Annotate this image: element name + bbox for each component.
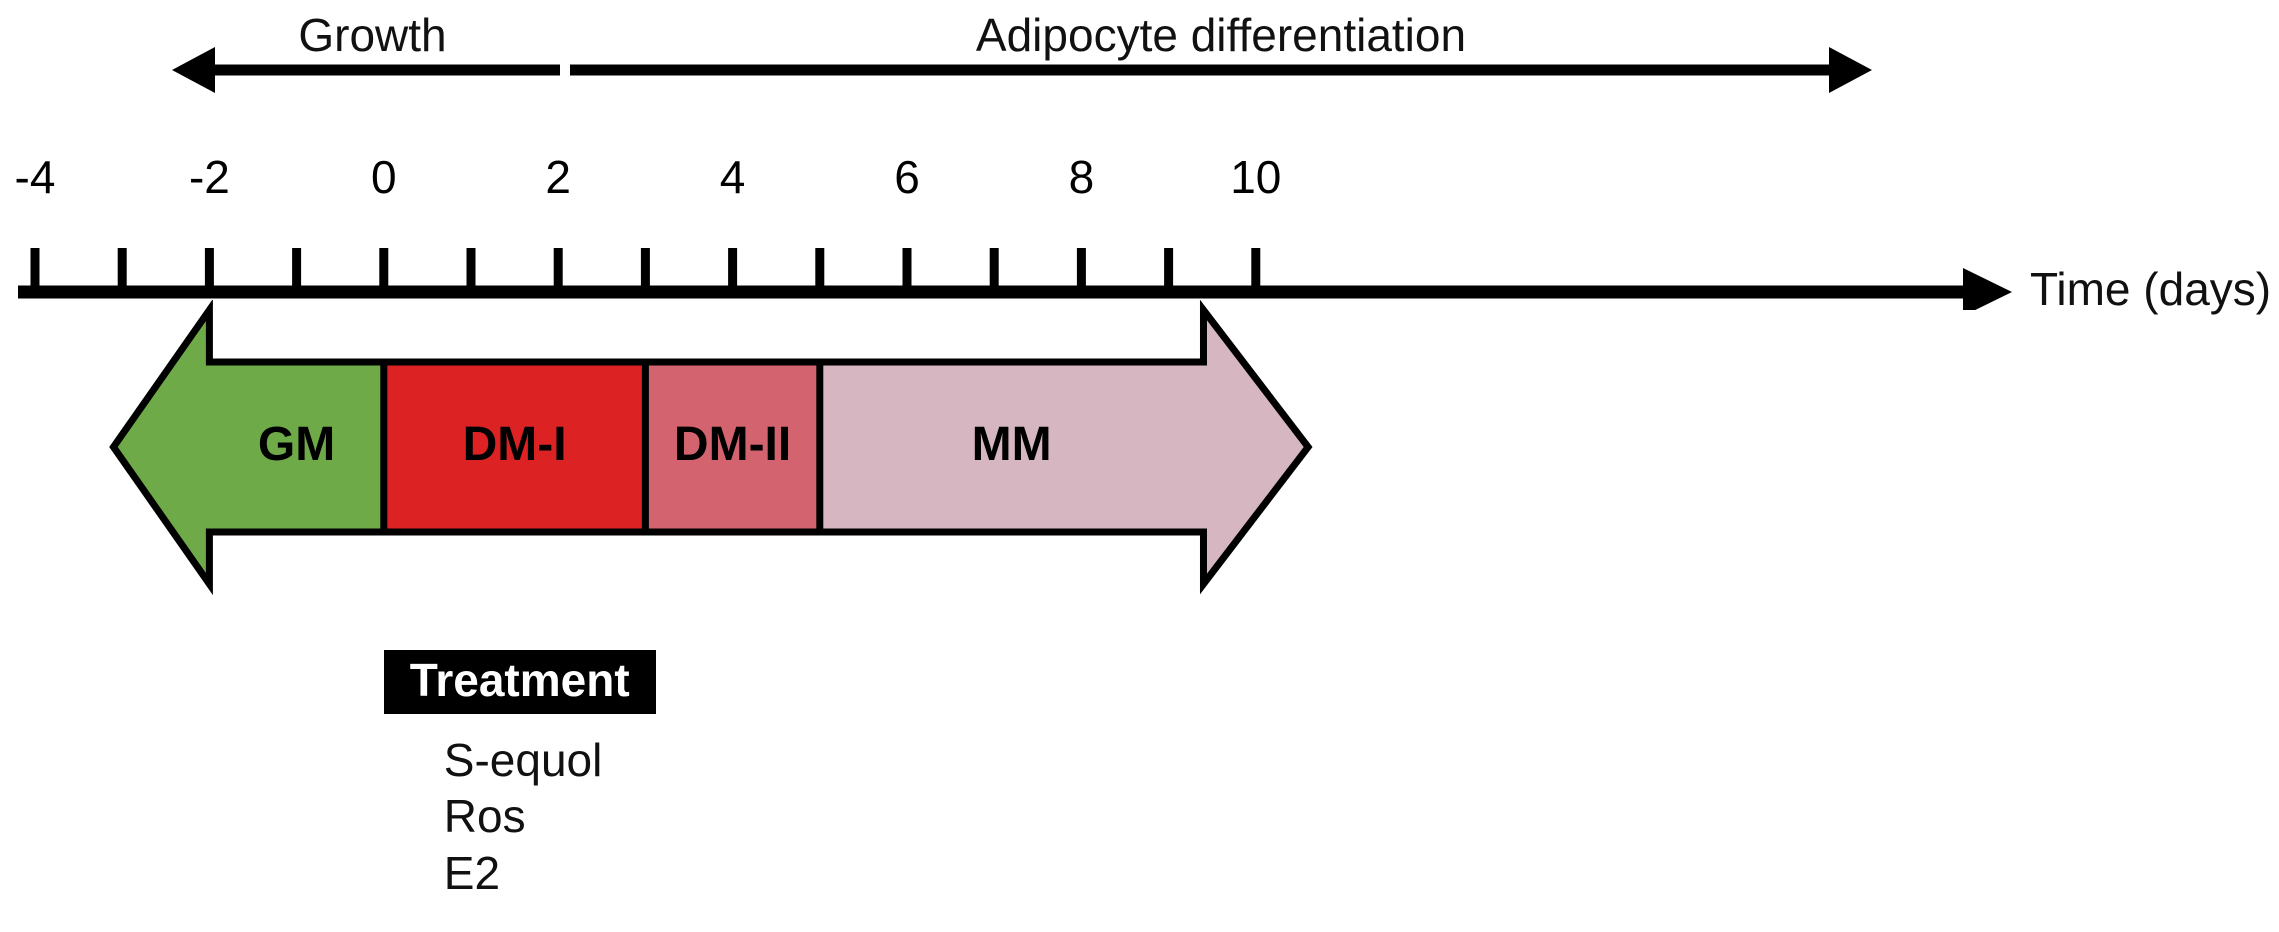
- differentiation-label: Adipocyte differentiation: [975, 9, 1467, 61]
- phase-arrow-layer: Growth Adipocyte differentiation: [0, 0, 2279, 120]
- axis-ticks: [30, 248, 1261, 292]
- treatment-item: S-equol: [443, 734, 603, 787]
- axis-tick-label: 0: [371, 151, 397, 203]
- axis-tick-label: 2: [545, 151, 571, 203]
- axis-tick-label: -2: [188, 151, 230, 203]
- axis-svg: [18, 248, 2012, 310]
- axis-tick-label: -4: [14, 151, 56, 203]
- treatment-header: Treatment: [383, 650, 656, 715]
- media-segment-gm: [113, 310, 384, 584]
- media-arrow-svg: [109, 300, 1313, 596]
- axis-tick-label: 8: [1068, 151, 1095, 203]
- axis-tick-label: 6: [894, 151, 920, 203]
- time-axis: -4 -2 0 2 4 6 8 10 Time (days): [0, 150, 2279, 315]
- media-segment-dm2: [645, 310, 820, 584]
- axis-tick-labels: -4 -2 0 2 4 6 8 10: [0, 150, 2279, 220]
- media-segment-dm1: [383, 310, 646, 584]
- growth-label: Growth: [298, 9, 447, 61]
- treatment-item: Ros: [443, 790, 526, 843]
- axis-tick-label: 10: [1230, 151, 1282, 203]
- media-segment-dividers: [380, 362, 824, 532]
- phase-arrows-svg: [172, 47, 1872, 93]
- media-segment-mm: [819, 310, 1309, 584]
- axis-tick-label: 4: [719, 151, 746, 203]
- media-segments: [113, 310, 1309, 584]
- differentiation-arrow: [570, 47, 1872, 93]
- growth-arrow: [172, 47, 560, 93]
- axis-title: Time (days): [2030, 263, 2272, 315]
- treatment-item: E2: [443, 846, 501, 899]
- media-arrow-outline: [109, 300, 1313, 596]
